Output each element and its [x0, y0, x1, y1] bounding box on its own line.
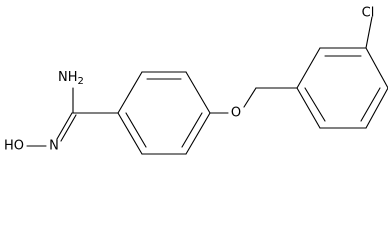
bond-o-ch2 [243, 87, 257, 108]
amine-label-subscript: 2 [78, 76, 84, 87]
ether-oxygen-label: O [231, 106, 241, 121]
ring2-bond-3 [365, 47, 388, 89]
ring2-bond-6 [296, 87, 321, 129]
amine-label-main: NH [58, 70, 78, 85]
amine-label: NH2 [58, 70, 84, 88]
chemical-structure-diagram: Cl O NH2 HO N [4, 6, 388, 155]
ring1-inner-bond-2 [181, 112, 203, 148]
chlorine-label: Cl [362, 6, 375, 21]
ring1-bond-6 [117, 112, 143, 155]
imine-nitrogen-label: N [49, 139, 59, 154]
hydroxy-label: HO [4, 139, 24, 154]
ring1-bond-3 [185, 71, 211, 114]
ring2-bond-4 [365, 87, 388, 129]
ring1-bond-1 [117, 71, 143, 114]
bond-c-n-double-b [60, 114, 77, 142]
ring2-bond-1 [296, 47, 321, 89]
ring1-inner-bond-3 [125, 112, 147, 148]
ring2-inner-bond-2 [360, 87, 381, 122]
ring2-inner-bond-3 [304, 87, 326, 122]
bond-c-cl [365, 16, 373, 49]
bond-layer [26, 16, 388, 155]
atom-label-layer: Cl O NH2 HO N [4, 6, 374, 154]
bond-c-n-double-a [56, 112, 73, 140]
ring1-bond-4 [185, 112, 211, 155]
